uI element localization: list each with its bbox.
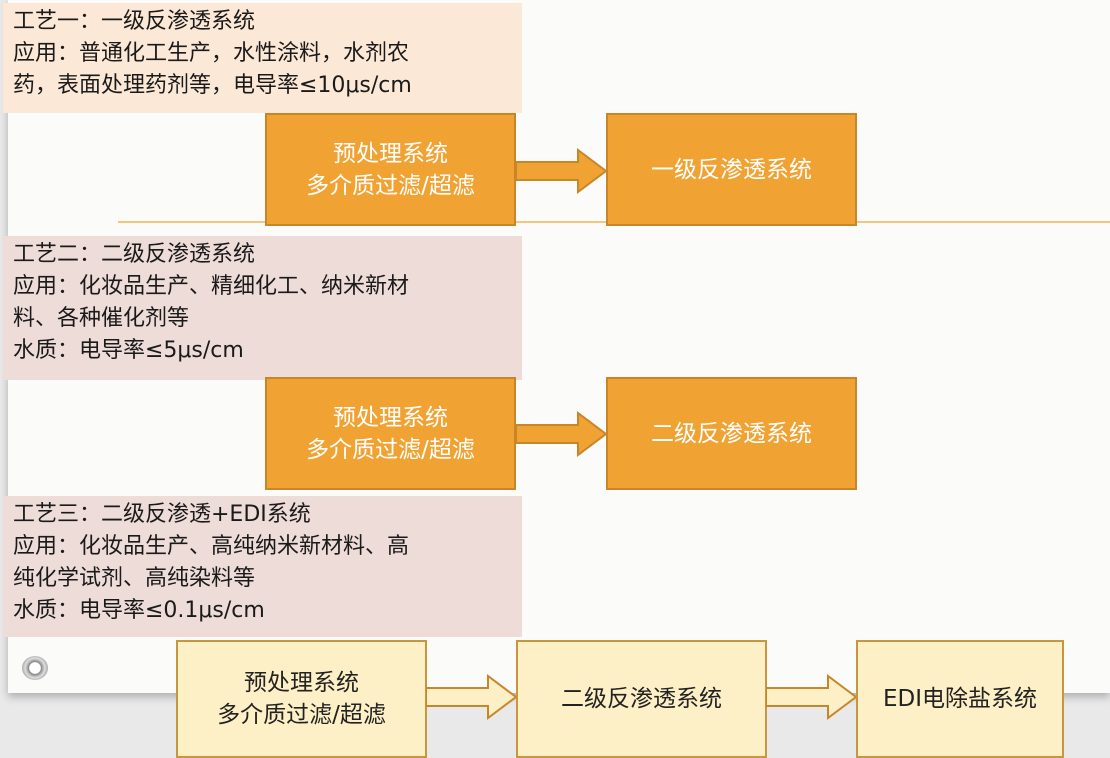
process2-line: 水质：电导率≤5μs/cm — [13, 338, 244, 363]
process3-title: 工艺三：二级反渗透+EDI系统 — [13, 502, 311, 527]
process3-description: 工艺三：二级反渗透+EDI系统 应用：化妆品生产、高纯纳米新材料、高 纯化学试剂… — [3, 496, 522, 637]
process1-pretreatment-box: 预处理系统 多介质过滤/超滤 — [265, 113, 516, 226]
arrow-right-icon — [516, 148, 608, 194]
step-label: 一级反渗透系统 — [651, 156, 812, 183]
process1-line: 药，表面处理药剂等，电导率≤10μs/cm — [13, 73, 412, 98]
step-label: 预处理系统 — [333, 404, 448, 431]
arrow-right-icon — [516, 411, 608, 457]
process1-title: 工艺一：一级反渗透系统 — [13, 9, 256, 34]
step-label: 二级反渗透系统 — [561, 686, 722, 712]
process3-line: 水质：电导率≤0.1μs/cm — [13, 598, 265, 623]
process2-pretreatment-box: 预处理系统 多介质过滤/超滤 — [265, 377, 516, 490]
process3-line: 纯化学试剂、高纯染料等 — [13, 566, 256, 591]
process1-description: 工艺一：一级反渗透系统 应用：普通化工生产，水性涂料，水剂农 药，表面处理药剂等… — [3, 3, 522, 113]
step-label: EDI电除盐系统 — [882, 686, 1038, 712]
process3-ro-box: 二级反渗透系统 — [516, 640, 767, 758]
process1-ro-box: 一级反渗透系统 — [606, 113, 857, 226]
arrow-right-icon — [426, 674, 518, 720]
process2-title: 工艺二：二级反渗透系统 — [13, 242, 256, 267]
step-label: 二级反渗透系统 — [651, 420, 812, 447]
step-label: 预处理系统 — [333, 140, 448, 167]
process3-line: 应用：化妆品生产、高纯纳米新材料、高 — [13, 534, 410, 559]
step-sublabel: 多介质过滤/超滤 — [306, 436, 475, 463]
process2-line: 料、各种催化剂等 — [13, 306, 190, 331]
process1-line: 应用：普通化工生产，水性涂料，水剂农 — [13, 41, 410, 66]
process2-description: 工艺二：二级反渗透系统 应用：化妆品生产、精细化工、纳米新材 料、各种催化剂等 … — [3, 236, 522, 380]
process3-edi-box: EDI电除盐系统 — [856, 640, 1064, 758]
step-label: 预处理系统 — [244, 670, 359, 696]
arrow-right-icon — [766, 674, 858, 720]
grommet-icon — [22, 656, 48, 680]
process2-line: 应用：化妆品生产、精细化工、纳米新材 — [13, 274, 410, 299]
step-sublabel: 多介质过滤/超滤 — [306, 172, 475, 199]
process2-ro-box: 二级反渗透系统 — [606, 377, 857, 490]
process3-pretreatment-box: 预处理系统 多介质过滤/超滤 — [176, 640, 427, 758]
step-sublabel: 多介质过滤/超滤 — [217, 702, 386, 728]
